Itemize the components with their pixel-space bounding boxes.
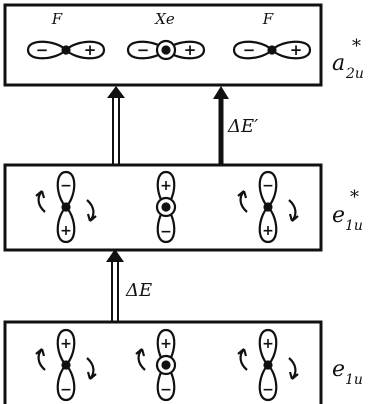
sign-minus: − xyxy=(60,382,72,398)
orbital-middle-center: + − xyxy=(155,170,177,244)
orbital-top-left: − + xyxy=(26,40,106,60)
level-bottom: + − + − + − xyxy=(3,320,363,404)
sign-plus: + xyxy=(84,41,97,59)
level-bottom-name: e xyxy=(332,357,345,382)
level-middle: − + + − − + xyxy=(3,163,363,252)
sign-plus: + xyxy=(290,41,303,59)
sign-plus: + xyxy=(160,178,172,194)
orbital-top-right: − + xyxy=(232,40,312,60)
level-top-label: a 2u * xyxy=(332,36,364,82)
sign-plus: + xyxy=(60,223,72,239)
orbital-middle-right: − + xyxy=(237,170,299,244)
level-middle-box xyxy=(3,163,323,252)
level-middle-label: e 1u * xyxy=(332,187,363,234)
sign-minus: − xyxy=(36,41,49,59)
orbital-bottom-left: + − xyxy=(35,328,97,402)
level-bottom-sub: 1u xyxy=(345,372,363,388)
sign-plus: + xyxy=(262,336,274,352)
transition-arrow-lower: ΔE xyxy=(106,249,152,322)
level-top: F Xe F − + − + − + a xyxy=(3,3,364,87)
sign-plus: + xyxy=(184,41,197,59)
atom-label-right: F xyxy=(262,10,274,28)
sign-plus: + xyxy=(60,336,72,352)
sign-minus: − xyxy=(60,178,72,194)
level-middle-sup: * xyxy=(350,187,359,208)
level-top-sup: * xyxy=(352,36,361,57)
level-bottom-box xyxy=(3,320,323,404)
atom-label-left: F xyxy=(51,10,63,28)
sign-minus: − xyxy=(262,178,274,194)
transition-arrow-upper-bold: ΔE′ xyxy=(213,86,258,165)
sign-minus: − xyxy=(160,382,172,398)
transition-label-upper: ΔE′ xyxy=(227,116,258,137)
level-middle-sub: 1u xyxy=(345,218,363,234)
sign-minus: − xyxy=(160,224,172,240)
orbital-top-center: − + xyxy=(126,39,206,61)
sign-minus: − xyxy=(137,41,150,59)
level-top-sub: 2u xyxy=(345,66,364,82)
orbital-bottom-right: + − xyxy=(237,328,299,402)
sign-minus: − xyxy=(262,382,274,398)
orbital-middle-left: − + xyxy=(35,170,97,244)
sign-minus: − xyxy=(243,41,256,59)
transition-arrow-upper-double xyxy=(107,86,125,165)
level-middle-name: e xyxy=(332,203,345,228)
level-top-name: a xyxy=(332,51,345,76)
sign-plus: + xyxy=(262,223,274,239)
level-top-box xyxy=(3,3,323,87)
atom-label-center: Xe xyxy=(154,10,175,28)
level-bottom-label: e 1u xyxy=(332,357,363,388)
orbital-bottom-center: + − xyxy=(135,328,177,402)
transition-label-lower: ΔE xyxy=(125,280,152,301)
sign-plus: + xyxy=(160,336,172,352)
